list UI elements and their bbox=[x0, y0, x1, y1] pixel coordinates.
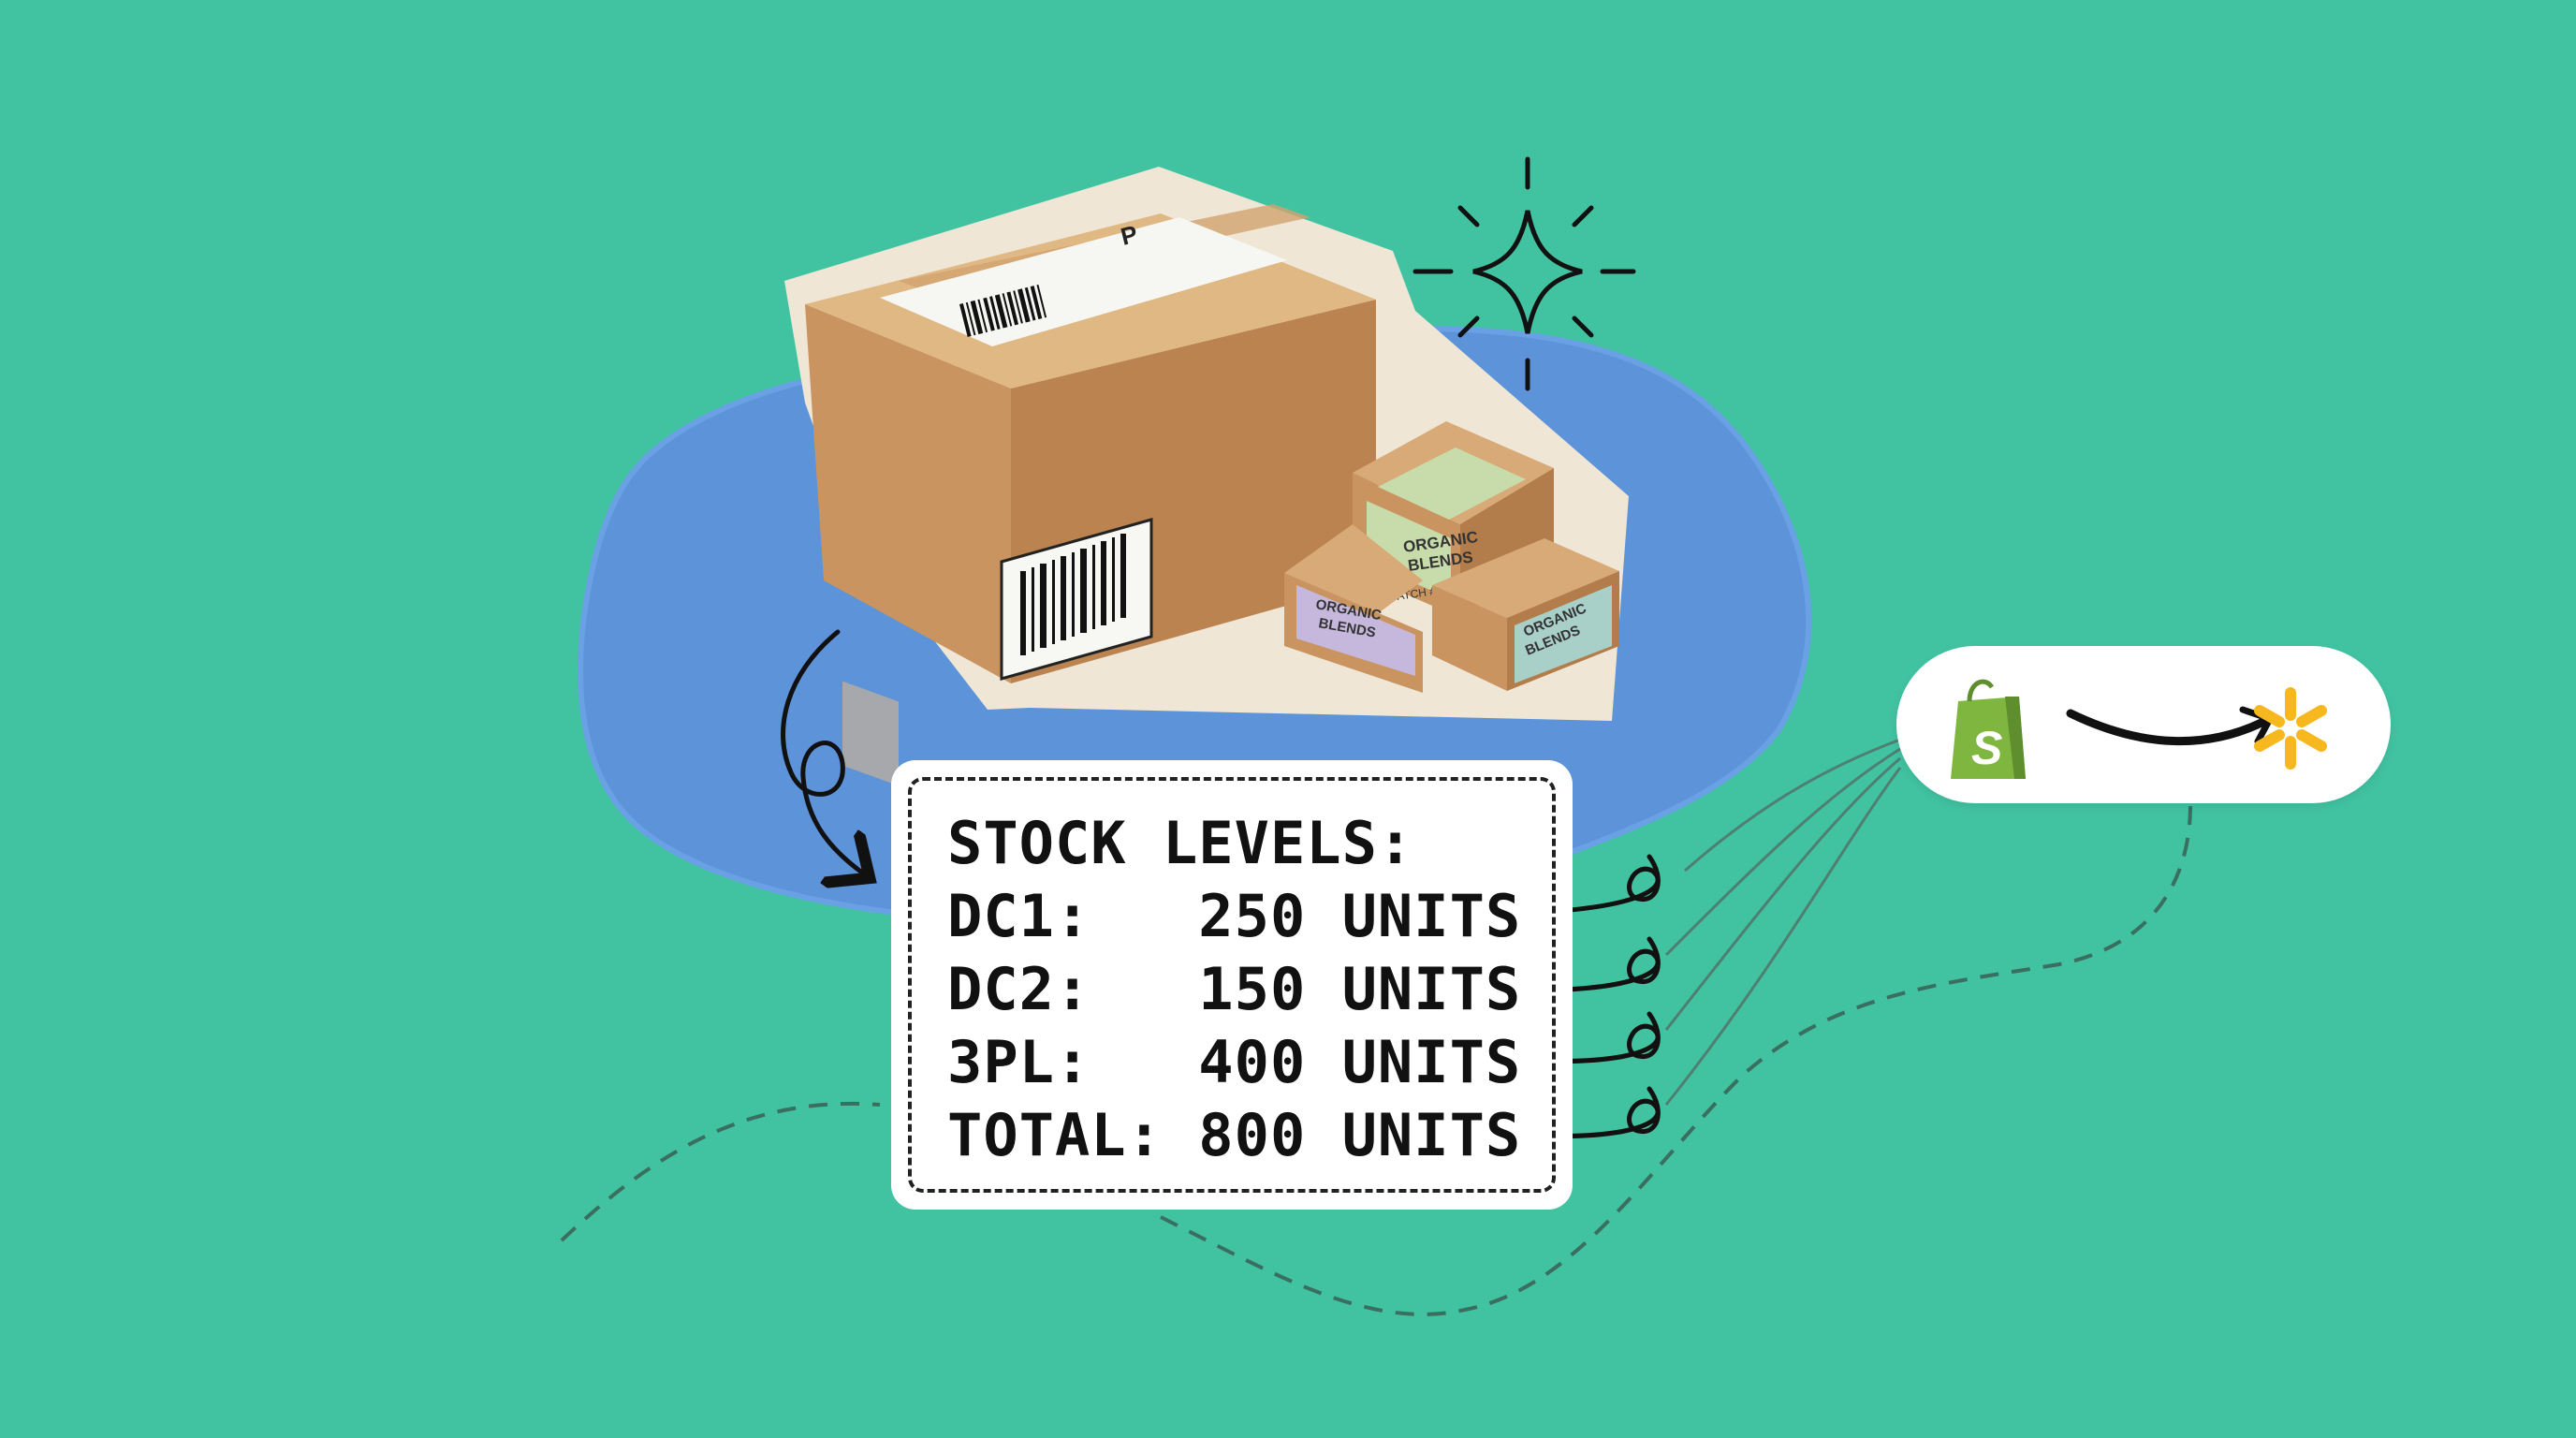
connector-lines bbox=[1664, 738, 1902, 1106]
svg-text:S: S bbox=[1971, 722, 2002, 774]
product-box-right: ORGANIC BLENDS bbox=[1432, 538, 1619, 691]
stock-line-dc2: DC2: 150 UNITS bbox=[947, 955, 1522, 1023]
product-box-top: ORGANIC BLENDS BATCH #45A bbox=[1353, 421, 1554, 618]
sync-arrows bbox=[1526, 854, 1661, 1137]
stock-line-dc1: DC1: 250 UNITS bbox=[947, 882, 1522, 950]
dashed-path-left bbox=[560, 1102, 881, 1242]
stock-line-3pl: 3PL: 400 UNITS bbox=[947, 1028, 1522, 1096]
product-box-left: ORGANIC BLENDS bbox=[1284, 524, 1423, 693]
side-barcode-sticker bbox=[1000, 518, 1153, 681]
walmart-spark-icon bbox=[2254, 687, 2327, 770]
stock-levels-list: STOCK LEVELS: DC1: 250 UNITS DC2: 150 UN… bbox=[947, 807, 1521, 1172]
amazon-smile-icon bbox=[2066, 706, 2276, 746]
stock-title: STOCK LEVELS: bbox=[947, 809, 1414, 877]
shipping-label: P bbox=[880, 217, 1287, 346]
loop-arrow-down bbox=[781, 629, 866, 875]
stock-levels-card: STOCK LEVELS: DC1: 250 UNITS DC2: 150 UN… bbox=[891, 760, 1573, 1210]
barcode-icon bbox=[959, 284, 1047, 337]
shopify-bag-icon: S bbox=[1951, 679, 2026, 779]
dashed-path-bottom bbox=[1160, 804, 2192, 1316]
stock-line-total: TOTAL: 800 UNITS bbox=[947, 1101, 1522, 1169]
sparkle-icon bbox=[1412, 156, 1636, 391]
